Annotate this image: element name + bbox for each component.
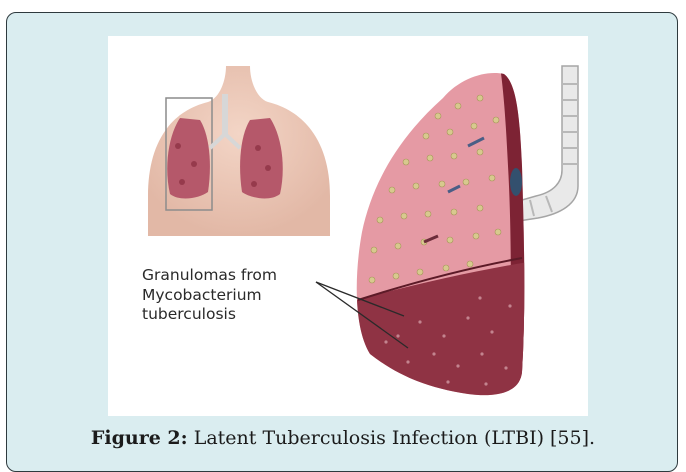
tb-lung-illustration xyxy=(108,36,588,416)
caption-label: Figure 2: xyxy=(91,427,188,449)
figure-image xyxy=(108,36,588,416)
caption-text: Latent Tuberculosis Infection (LTBI) [55… xyxy=(194,427,595,449)
callout-label: Granulomas from Mycobacterium tuberculos… xyxy=(142,266,277,325)
lung-illustration-icon xyxy=(348,66,538,416)
figure-caption: Figure 2: Latent Tuberculosis Infection … xyxy=(0,427,686,449)
torso-illustration-icon xyxy=(148,66,330,236)
